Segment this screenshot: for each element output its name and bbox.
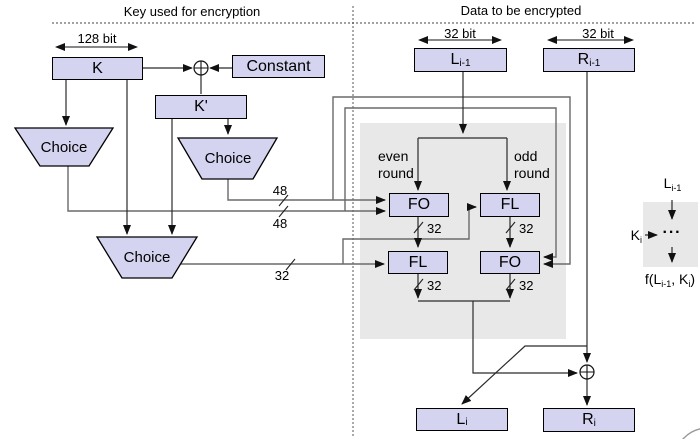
legend-k-label: Ki bbox=[630, 227, 642, 245]
k-box: K bbox=[52, 57, 143, 80]
choice1-trapezoid bbox=[13, 127, 115, 167]
xor-icon bbox=[579, 364, 595, 380]
bus48-bottom-label: 48 bbox=[272, 216, 288, 231]
r-width-label: 32 bit bbox=[582, 26, 614, 41]
fl-even-label: FL bbox=[408, 253, 428, 271]
data-wires bbox=[62, 64, 591, 406]
dimension-arrows bbox=[55, 36, 634, 51]
legend-f-label: f(Li-1, Ki) bbox=[644, 271, 696, 289]
bus-slash-icons bbox=[278, 194, 516, 291]
k-box-label: K bbox=[92, 59, 103, 77]
xor-icon bbox=[193, 60, 209, 76]
l-prev-label: L bbox=[450, 51, 460, 68]
r-prev-label: R bbox=[577, 51, 590, 68]
choice1-label: Choice bbox=[40, 139, 88, 156]
l-out-label: L bbox=[456, 410, 466, 428]
bus32-fl-odd-label: 32 bbox=[519, 221, 534, 236]
choice2-trapezoid bbox=[176, 137, 279, 180]
r-out-subscript: i bbox=[593, 417, 596, 429]
bus32-left-label: 32 bbox=[274, 268, 290, 283]
bus48-top-label: 48 bbox=[272, 183, 288, 198]
bus32-fl-even-label: 32 bbox=[427, 278, 442, 293]
dashed-separators bbox=[52, 6, 696, 438]
legend-wires bbox=[645, 200, 676, 263]
round-function-panel bbox=[360, 123, 566, 339]
choice2-label: Choice bbox=[204, 150, 252, 167]
fo-odd-box: FO bbox=[480, 251, 540, 274]
legend-l-prev-label: Li-1 bbox=[663, 175, 682, 193]
section-title-data: Data to be encrypted bbox=[460, 3, 582, 18]
l-prev-subscript: i-1 bbox=[459, 57, 471, 69]
legend-dots: ··· bbox=[662, 224, 682, 241]
section-title-key: Key used for encryption bbox=[123, 4, 261, 19]
choice3-trapezoid bbox=[95, 236, 199, 279]
r-prev-subscript: i-1 bbox=[589, 57, 601, 69]
fo-even-box: FO bbox=[389, 193, 449, 217]
k-prime-box: K' bbox=[155, 95, 247, 119]
constant-box-label: Constant bbox=[246, 57, 311, 75]
k-prime-box-label: K' bbox=[194, 98, 208, 115]
r-out-label: R bbox=[582, 411, 594, 428]
fo-odd-label: FO bbox=[498, 253, 522, 271]
choice3-label: Choice bbox=[123, 249, 171, 266]
bus32-fo-odd-label: 32 bbox=[519, 278, 534, 293]
l-out-subscript: i bbox=[465, 417, 468, 428]
fl-odd-label: FL bbox=[500, 196, 520, 213]
even-round-label: even round bbox=[378, 148, 414, 181]
fo-even-label: FO bbox=[407, 196, 431, 213]
constant-box: Constant bbox=[232, 55, 325, 78]
corner-arc-decoration bbox=[682, 428, 700, 439]
k-width-label: 128 bit bbox=[77, 31, 117, 46]
fl-odd-box: FL bbox=[480, 193, 540, 217]
key-wires bbox=[67, 96, 571, 268]
fl-even-box: FL bbox=[388, 251, 448, 274]
bus32-fo-even-label: 32 bbox=[427, 221, 442, 236]
odd-round-label: odd round bbox=[514, 148, 550, 181]
l-width-label: 32 bit bbox=[444, 26, 476, 41]
